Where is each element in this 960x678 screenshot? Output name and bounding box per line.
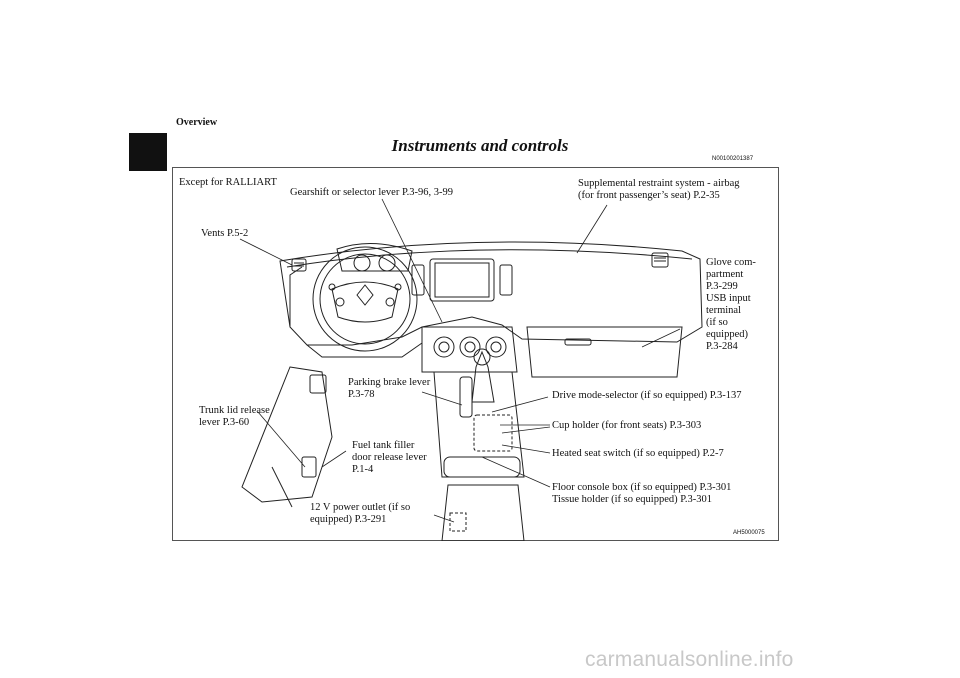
watermark: carmanualsonline.info <box>585 648 794 671</box>
figure-code: AH5000075 <box>733 530 765 536</box>
page-title: Instruments and controls <box>391 136 569 155</box>
chapter-tab-marker <box>129 133 167 171</box>
callout-leader-lines <box>239 198 681 523</box>
callout-console-tissue: Floor console box (if so equipped) P.3-3… <box>552 482 732 505</box>
callout-heated-seat: Heated seat switch (if so equipped) P.2-… <box>552 448 724 459</box>
section-label: Overview <box>176 117 218 128</box>
callout-power-outlet: 12 V power outlet (if so equipped) P.3-2… <box>310 502 411 525</box>
center-console <box>433 348 525 541</box>
callout-glove-compartment: Glove com- partment P.3-299 USB input te… <box>706 257 756 352</box>
document-code: N00100201387 <box>712 156 754 162</box>
callout-vents: Vents P.5-2 <box>201 228 249 239</box>
driver-door-panel <box>241 366 333 508</box>
glove-compartment <box>526 326 683 378</box>
callout-fuel-door: Fuel tank filler door release lever P.1-… <box>352 440 427 475</box>
dashboard-outline <box>279 241 703 358</box>
callout-cup-holder: Cup holder (for front seats) P.3-303 <box>552 420 702 431</box>
callout-gearshift: Gearshift or selector lever P.3-96, 3-99 <box>290 187 453 198</box>
callout-srs-airbag: Supplemental restraint system - airbag (… <box>578 178 740 201</box>
callout-drive-mode: Drive mode-selector (if so equipped) P.3… <box>552 390 742 401</box>
dashboard-illustration <box>239 198 703 541</box>
variant-label: Except for RALLIART <box>179 177 277 188</box>
steering-wheel <box>312 246 418 352</box>
center-stack <box>411 258 518 373</box>
callout-parking-brake: Parking brake lever P.3-78 <box>348 377 431 400</box>
instrument-cluster <box>336 242 413 272</box>
callout-trunk-release: Trunk lid release lever P.3-60 <box>199 405 270 428</box>
